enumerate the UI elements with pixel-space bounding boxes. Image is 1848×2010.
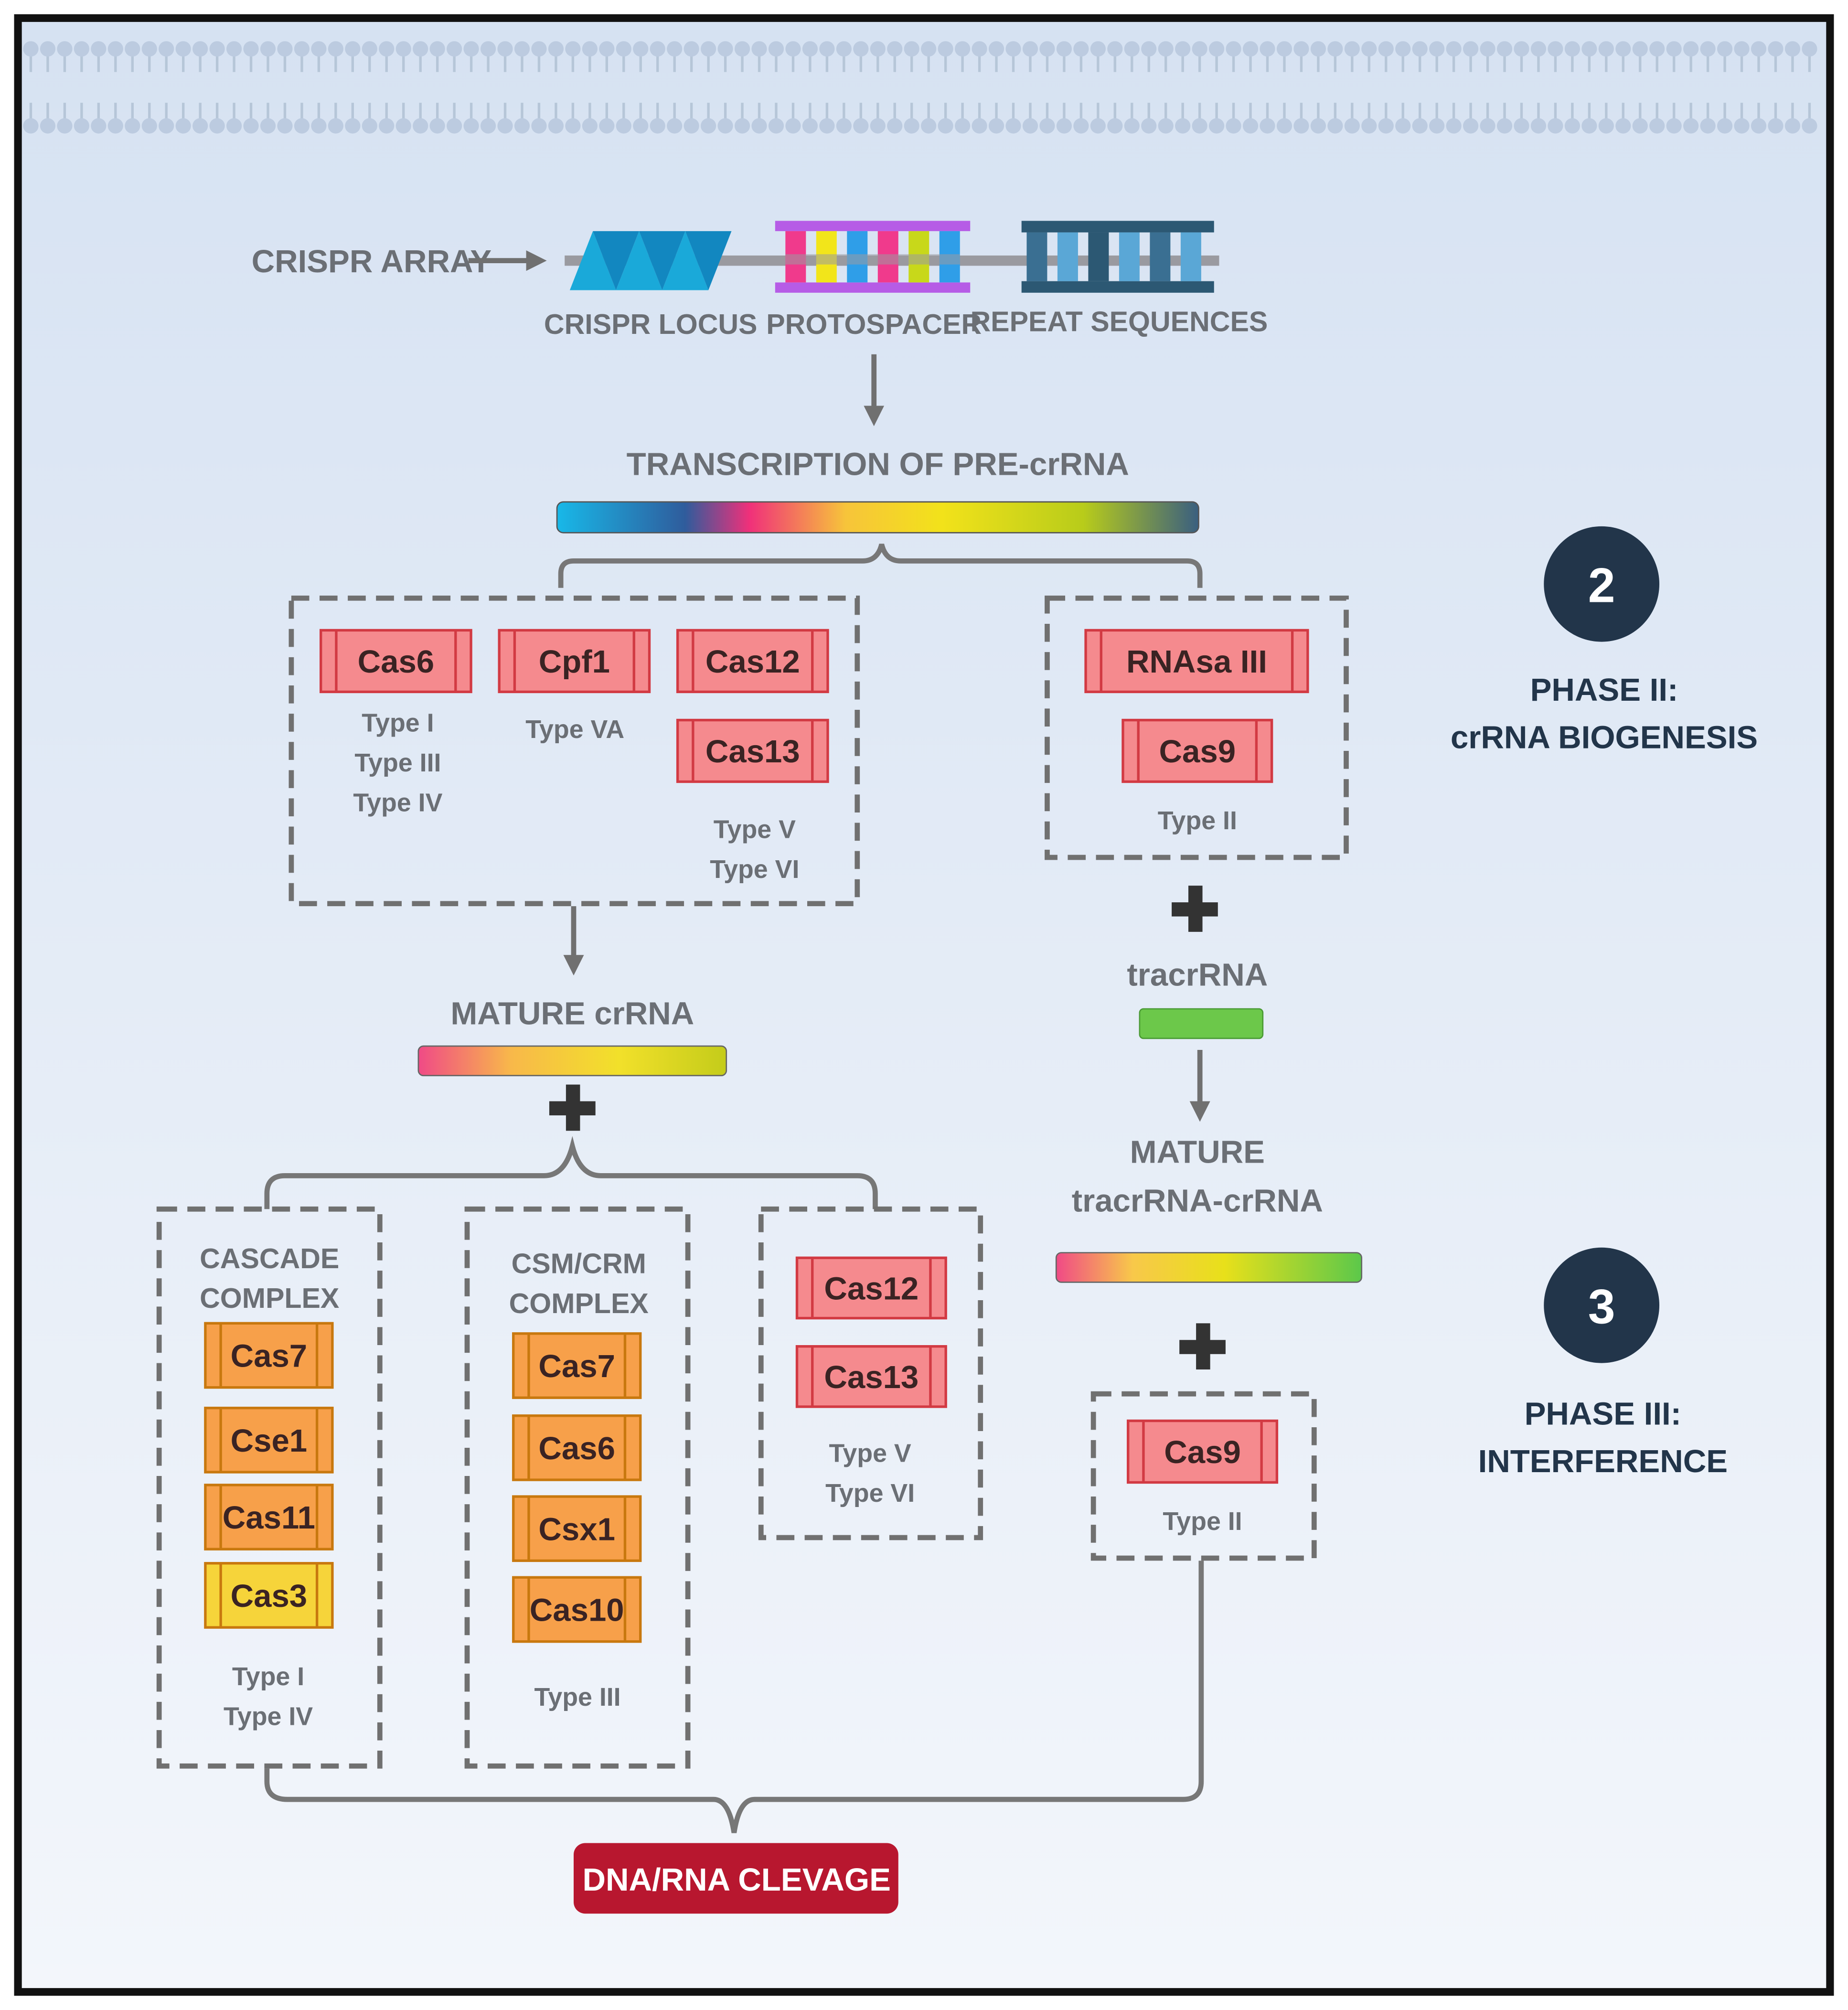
cas12-13-type-1: Type V: [714, 815, 796, 844]
cleavage-connector: [264, 1561, 1204, 1833]
int-cas13-protein: Cas13: [795, 1345, 947, 1408]
mature-tracr-line2: tracrRNA-crRNA: [1072, 1183, 1323, 1219]
phase-3-title-line1: PHASE III:: [1525, 1396, 1681, 1432]
mature-tracr-line1: MATURE: [1130, 1134, 1265, 1170]
crispr-array-label: CRISPR ARRAY: [252, 244, 492, 279]
cascade-cse1-protein: Cse1: [204, 1406, 334, 1474]
right-box-type: Type II: [1158, 806, 1237, 835]
int-cas12-protein: Cas12: [795, 1256, 947, 1320]
cas6-protein-label: Cas6: [358, 644, 435, 680]
csm-cas7-protein-label: Cas7: [538, 1348, 615, 1384]
tracrrna-bar: [1139, 1008, 1264, 1039]
int-cas9-type: Type II: [1163, 1507, 1242, 1536]
int-cas9-protein-label: Cas9: [1164, 1434, 1241, 1470]
interference-bracket: [264, 1136, 878, 1209]
cascade-cas11-protein-label: Cas11: [223, 1500, 315, 1536]
phase-2-number: 2: [1588, 558, 1615, 612]
rnasa-iii-protein: RNAsa III: [1084, 629, 1309, 694]
cas9-protein: Cas9: [1122, 718, 1273, 783]
repeat-sequences-label: REPEAT SEQUENCES: [970, 305, 1268, 337]
protospacer-label: PROTOSPACER: [766, 308, 982, 340]
tracrrna-label: tracrRNA: [1127, 957, 1268, 993]
csm-title-line2: COMPLEX: [509, 1287, 649, 1319]
repeat-sequences-graphic: [1021, 221, 1214, 293]
cas12-protein: Cas12: [676, 629, 829, 694]
phase-2-circle: [1544, 526, 1660, 642]
cas13-protein-label: Cas13: [705, 734, 800, 770]
int-cas13-protein-label: Cas13: [824, 1359, 919, 1395]
frame: [14, 14, 1834, 1996]
cascade-cse1-protein-label: Cse1: [231, 1423, 308, 1459]
cas12-protein-label: Cas12: [705, 644, 800, 680]
csm-cas6-protein-label: Cas6: [538, 1431, 615, 1466]
phase-3-circle: [1544, 1247, 1660, 1363]
mature-tracr-bar: [1055, 1252, 1363, 1283]
phase-2-title-line2: crRNA BIOGENESIS: [1451, 720, 1758, 756]
csm-cas7-protein: Cas7: [512, 1332, 642, 1399]
int-cas12-13-type-1: Type V: [829, 1439, 911, 1468]
cascade-title-line1: CASCADE: [200, 1242, 339, 1274]
crispr-locus-label: CRISPR LOCUS: [544, 308, 758, 340]
csm-cas6-protein: Cas6: [512, 1414, 642, 1481]
cpf1-type: Type VA: [525, 715, 624, 744]
csm-cas10-protein: Cas10: [512, 1576, 642, 1643]
csm-box: [464, 1206, 691, 1769]
cpf1-protein-label: Cpf1: [539, 644, 610, 680]
phase-3-title-line2: INTERFERENCE: [1478, 1443, 1728, 1479]
int-cas9-protein: Cas9: [1127, 1419, 1279, 1484]
plus-icon: [1172, 886, 1218, 932]
cascade-type-2: Type IV: [224, 1702, 313, 1731]
cas12-13-type-2: Type VI: [710, 855, 799, 884]
biogenesis-right-box: [1045, 595, 1349, 860]
cell-membrane: [23, 41, 1817, 134]
int-cas12-13-type-2: Type VI: [825, 1479, 915, 1508]
rnasa-iii-protein-label: RNAsa III: [1126, 644, 1267, 680]
mature-crrna-bar: [417, 1045, 727, 1077]
cascade-cas7-protein: Cas7: [204, 1322, 334, 1389]
cas6-protein: Cas6: [320, 629, 472, 694]
int-cas12-protein-label: Cas12: [824, 1271, 919, 1307]
biogenesis-left-box: [288, 595, 860, 907]
cleavage-label: DNA/RNA CLEVAGE: [582, 1862, 890, 1898]
cascade-cas3-protein: Cas3: [204, 1562, 334, 1629]
cascade-cas11-protein: Cas11: [204, 1484, 334, 1550]
csm-title-line1: CSM/CRM: [512, 1248, 646, 1280]
cascade-title-line2: COMPLEX: [200, 1282, 339, 1314]
csm-type: Type III: [534, 1683, 621, 1711]
plus-icon: [549, 1084, 596, 1131]
protospacer-graphic: [775, 221, 971, 293]
cleavage-button: [574, 1843, 898, 1914]
crispr-locus-graphic: [569, 231, 732, 290]
csm-csx1-protein: Csx1: [512, 1495, 642, 1562]
phase-3-number: 3: [1588, 1279, 1615, 1334]
cas6-type-1: Type I: [362, 709, 434, 738]
cascade-cas3-protein-label: Cas3: [231, 1578, 308, 1614]
cas13-protein: Cas13: [676, 718, 829, 783]
cas6-type-2: Type III: [354, 748, 441, 777]
cas12-13-box: [758, 1206, 983, 1540]
split-bracket: [558, 543, 1203, 588]
cas6-type-3: Type IV: [353, 788, 442, 817]
plus-icon: [1179, 1323, 1226, 1370]
cas9-protein-label: Cas9: [1159, 734, 1236, 770]
transcription-label: TRANSCRIPTION OF PRE-crRNA: [627, 446, 1129, 482]
csm-csx1-protein-label: Csx1: [538, 1511, 615, 1547]
phase-2-title-line1: PHASE II:: [1530, 672, 1678, 708]
mature-crrna-label: MATURE crRNA: [450, 995, 694, 1031]
pre-crrna-bar: [556, 501, 1199, 534]
cascade-box: [156, 1206, 383, 1769]
cpf1-protein: Cpf1: [498, 629, 651, 694]
cascade-cas7-protein-label: Cas7: [231, 1338, 308, 1374]
cas9-box: [1090, 1391, 1317, 1561]
csm-cas10-protein-label: Cas10: [530, 1593, 624, 1628]
cascade-type-1: Type I: [232, 1662, 304, 1691]
